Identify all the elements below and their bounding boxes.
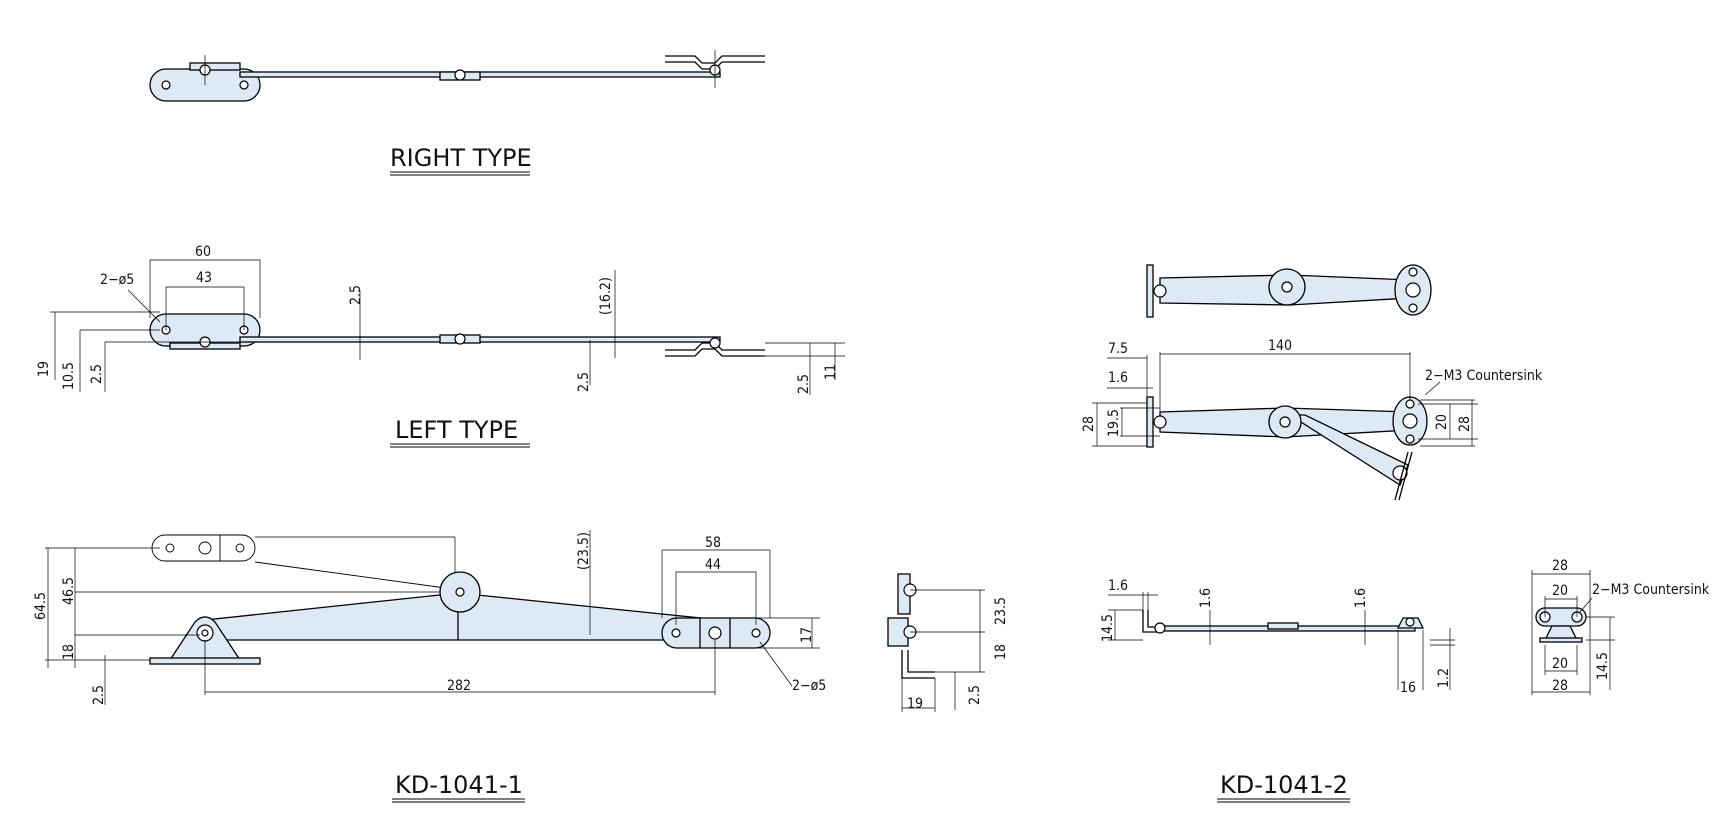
dim-m3-countersink-b: 2−M3 Countersink: [1592, 582, 1710, 598]
kd-1041-1-side-view: [45, 530, 820, 705]
dim-2-5-side: 2.5: [967, 685, 983, 705]
dim-11: 11: [823, 364, 839, 380]
right-type-view: [149, 50, 765, 102]
dim-18-side: 18: [993, 644, 1009, 660]
dim-28-right: 28: [1457, 416, 1473, 432]
dim-23-5-paren: (23.5): [576, 532, 592, 570]
dim-16: 16: [1400, 680, 1416, 696]
right-type-pivot-2: [454, 69, 466, 81]
leader-2x5-b: [759, 641, 793, 687]
dim-64-5: 64.5: [33, 592, 49, 620]
left-type-title: LEFT TYPE: [395, 416, 518, 444]
right-type-bracket: [665, 61, 765, 70]
dim-20-right: 20: [1434, 414, 1450, 430]
dim-2-5-mid: 2.5: [576, 372, 592, 392]
dim-2-5-right: 2.5: [796, 374, 812, 394]
dim-17: 17: [799, 627, 815, 643]
dim-7-5: 7.5: [1108, 341, 1128, 357]
dim-10-5: 10.5: [61, 362, 77, 390]
dim-58: 58: [705, 535, 721, 551]
dim-2-5-top: 2.5: [348, 285, 364, 305]
kd-1041-2-side-view: [1108, 592, 1455, 690]
kd-1041-1-end-view: [887, 573, 985, 712]
dim-19-side: 19: [907, 696, 923, 712]
left-type-pivot-3: [709, 337, 721, 349]
dim-1-6-a: 1.6: [1108, 370, 1128, 386]
leader-2x5-a: [127, 289, 161, 323]
dim-1-6-c: 1.6: [1198, 588, 1214, 608]
dim-1-2: 1.2: [1436, 668, 1452, 688]
kd-1041-2-title: KD-1041-2: [1220, 771, 1348, 799]
dim-44: 44: [705, 557, 721, 573]
kd-1041-2-open-view: [1092, 352, 1478, 501]
dim-14-5-b: 14.5: [1595, 652, 1611, 680]
dim-hole-2x5-b: 2−ø5: [792, 678, 826, 694]
dim-1-6-b: 1.6: [1108, 578, 1128, 594]
left-type-pivot-2: [454, 333, 466, 345]
right-type-hinge-block: [189, 62, 241, 71]
dim-60: 60: [195, 244, 211, 260]
dim-282: 282: [447, 678, 471, 694]
dim-16-2: (16.2): [598, 277, 614, 315]
dim-14-5-a: 14.5: [1100, 614, 1116, 642]
dim-m3-countersink-a: 2−M3 Countersink: [1425, 368, 1543, 384]
dim-23-5: 23.5: [993, 597, 1009, 625]
dim-43: 43: [196, 270, 212, 286]
left-type-bracket: [665, 342, 765, 351]
right-type-bracket-top: [665, 55, 765, 64]
dim-hole-2x5-a: 2−ø5: [100, 272, 134, 288]
dim-18-left: 18: [61, 644, 77, 660]
kd-1041-1-title: KD-1041-1: [395, 771, 523, 799]
dim-20-bottom: 20: [1552, 656, 1568, 672]
right-type-hole-2: [239, 80, 249, 90]
dim-19-5: 19.5: [1106, 409, 1122, 437]
dim-20-top: 20: [1552, 583, 1568, 599]
dim-28-left: 28: [1081, 416, 1097, 432]
kd-1041-2-top-view: [1146, 264, 1432, 318]
dim-140: 140: [1268, 338, 1292, 354]
dim-2-5-left: 2.5: [89, 364, 105, 384]
left-type-bracket-bottom: [665, 348, 765, 357]
right-type-title: RIGHT TYPE: [390, 144, 532, 172]
kd-1041-2-end-view: [1531, 570, 1615, 695]
dim-28-bottom: 28: [1552, 678, 1568, 694]
right-type-hole-1: [161, 80, 171, 90]
dim-46-5: 46.5: [61, 577, 77, 605]
dim-19: 19: [36, 361, 52, 377]
left-type-view: [50, 259, 845, 395]
dim-1-6-d: 1.6: [1353, 588, 1369, 608]
dim-2-5-bottom: 2.5: [91, 685, 107, 705]
dim-28-top: 28: [1552, 558, 1568, 574]
